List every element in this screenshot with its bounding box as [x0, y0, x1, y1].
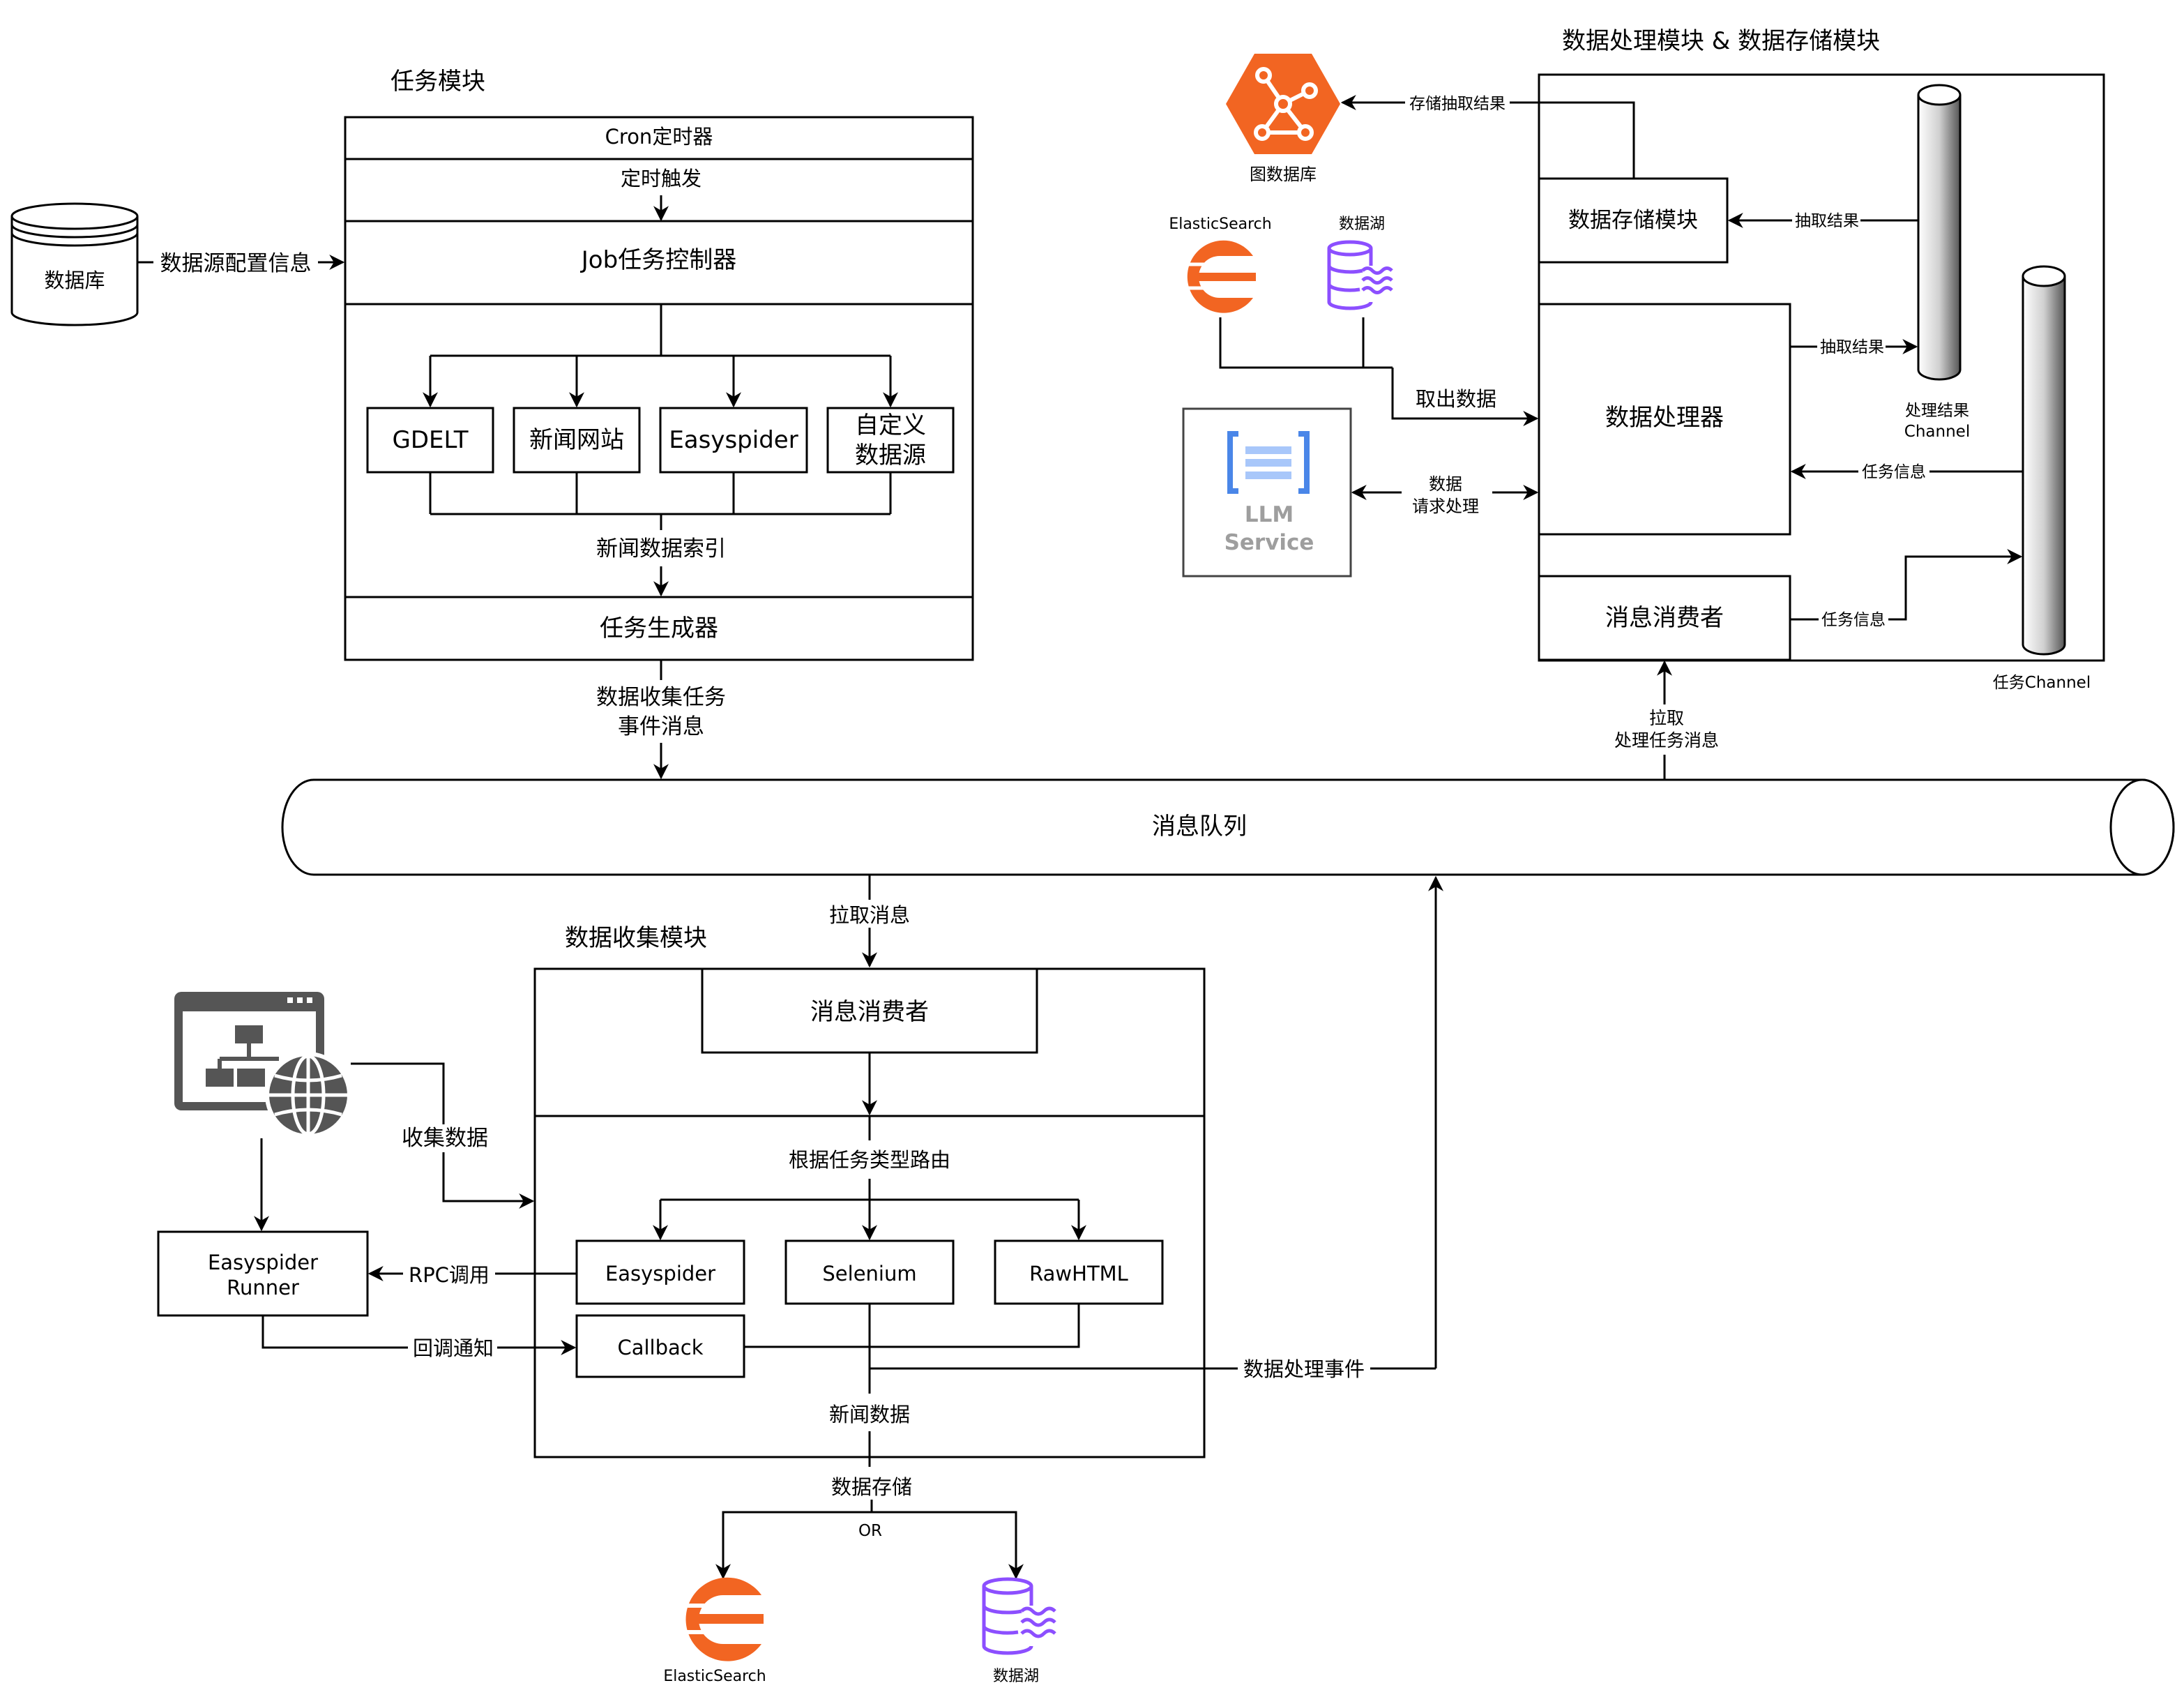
- fetch-data-label: 取出数据: [1416, 387, 1496, 411]
- route-selenium: [784, 1239, 955, 1305]
- extract-result-label-1: 抽取结果: [1795, 212, 1859, 230]
- callback-notify-label: 回调通知: [413, 1336, 494, 1360]
- source-custom-label-1: 自定义: [855, 412, 926, 439]
- elasticsearch-icon-top: [1186, 240, 1256, 313]
- source-news-site: [513, 407, 641, 474]
- source-gdelt: [366, 407, 494, 474]
- pull-process-label-2: 处理任务消息: [1614, 730, 1719, 751]
- source-news-site-label: 新闻网站: [529, 426, 624, 454]
- bottom-lake-label: 数据湖: [993, 1668, 1039, 1685]
- processor-box: [1538, 303, 1791, 536]
- source-easyspider-label: Easyspider: [669, 426, 798, 454]
- task-info-label-2: 任务信息: [1821, 611, 1886, 629]
- timer-trigger-label: 定时触发: [621, 167, 702, 190]
- task-info-label-1: 任务信息: [1862, 463, 1926, 481]
- store-label: 数据存储: [831, 1475, 912, 1499]
- graph-db-label: 图数据库: [1250, 165, 1317, 184]
- task-module-frame: [344, 116, 974, 661]
- processing-module-title: 数据处理模块 & 数据存储模块: [1562, 27, 1880, 55]
- collect-event-label-1: 数据收集任务: [596, 685, 726, 710]
- result-channel-cylinder: [1917, 84, 1962, 381]
- collection-module-title: 数据收集模块: [565, 924, 707, 952]
- news-index-label: 新闻数据索引: [596, 536, 726, 561]
- cron-timer: Cron定时器: [605, 125, 713, 149]
- task-channel-label: 任务Channel: [1993, 674, 2091, 692]
- callback-label: Callback: [617, 1336, 703, 1359]
- message-queue-label: 消息队列: [1152, 813, 1247, 840]
- result-channel-label-2: Channel: [1904, 423, 1970, 441]
- source-custom-label-2: 数据源: [855, 442, 926, 469]
- process-event-label: 数据处理事件: [1243, 1357, 1365, 1381]
- extract-result-label-2: 抽取结果: [1820, 338, 1884, 356]
- task-generator: 任务生成器: [600, 614, 718, 642]
- llm-label-2: Service: [1224, 530, 1314, 555]
- collect-event-label-2: 事件消息: [618, 714, 704, 739]
- database-cylinder: [10, 202, 139, 326]
- collect-data-label: 收集数据: [402, 1126, 488, 1151]
- collection-consumer: [701, 967, 1038, 1054]
- processing-consumer-box: [1538, 575, 1791, 661]
- callback-box: [575, 1314, 745, 1378]
- database-label: 数据库: [44, 269, 105, 292]
- route-label: 根据任务类型路由: [789, 1148, 950, 1172]
- elasticsearch-icon: [685, 1577, 765, 1661]
- store-extract-label: 存储抽取结果: [1409, 95, 1506, 113]
- message-queue: [281, 778, 2175, 876]
- pull-process-label-1: 拉取: [1649, 708, 1684, 728]
- processor-label: 数据处理器: [1605, 404, 1724, 432]
- storage-module-box: [1538, 177, 1729, 264]
- task-channel-cylinder: [2022, 265, 2066, 656]
- result-channel-label-1: 处理结果: [1905, 402, 1969, 420]
- route-rawhtml: [994, 1239, 1164, 1305]
- datasource-config-label: 数据源配置信息: [160, 251, 312, 276]
- llm-service-box: [1182, 407, 1352, 578]
- route-selenium-label: Selenium: [822, 1262, 916, 1285]
- top-es-label: ElasticSearch: [1169, 216, 1271, 233]
- or-label: OR: [858, 1522, 882, 1540]
- runner-label-1: Easyspider: [208, 1251, 318, 1274]
- llm-request-label-1: 数据: [1429, 474, 1462, 494]
- easyspider-runner: [157, 1230, 369, 1317]
- processing-consumer-label: 消息消费者: [1605, 604, 1724, 632]
- collection-consumer-label: 消息消费者: [810, 998, 929, 1026]
- source-gdelt-label: GDELT: [392, 426, 468, 454]
- llm-service-icon: [1227, 431, 1310, 494]
- news-data-label: 新闻数据: [829, 1403, 910, 1426]
- route-easyspider: [575, 1239, 745, 1305]
- route-easyspider-label: Easyspider: [605, 1262, 715, 1285]
- web-sitemap-icon: [174, 992, 351, 1138]
- rpc-call-label: RPC调用: [409, 1263, 490, 1287]
- task-module-title: 任务模块: [390, 68, 485, 96]
- data-lake-icon: [982, 1577, 1056, 1655]
- bottom-es-label: ElasticSearch: [663, 1668, 766, 1685]
- storage-module-label: 数据存储模块: [1568, 208, 1698, 233]
- pull-message-label: 拉取消息: [829, 903, 910, 927]
- data-lake-icon-top: [1327, 240, 1393, 310]
- runner-label-2: Runner: [227, 1276, 299, 1299]
- job-controller: Job任务控制器: [580, 246, 736, 274]
- top-lake-label: 数据湖: [1339, 216, 1385, 233]
- route-rawhtml-label: RawHTML: [1029, 1262, 1128, 1285]
- source-custom: [826, 407, 955, 474]
- graph-database-icon: [1226, 54, 1340, 154]
- llm-label-1: LLM: [1245, 502, 1294, 527]
- llm-request-label-2: 请求处理: [1412, 497, 1479, 516]
